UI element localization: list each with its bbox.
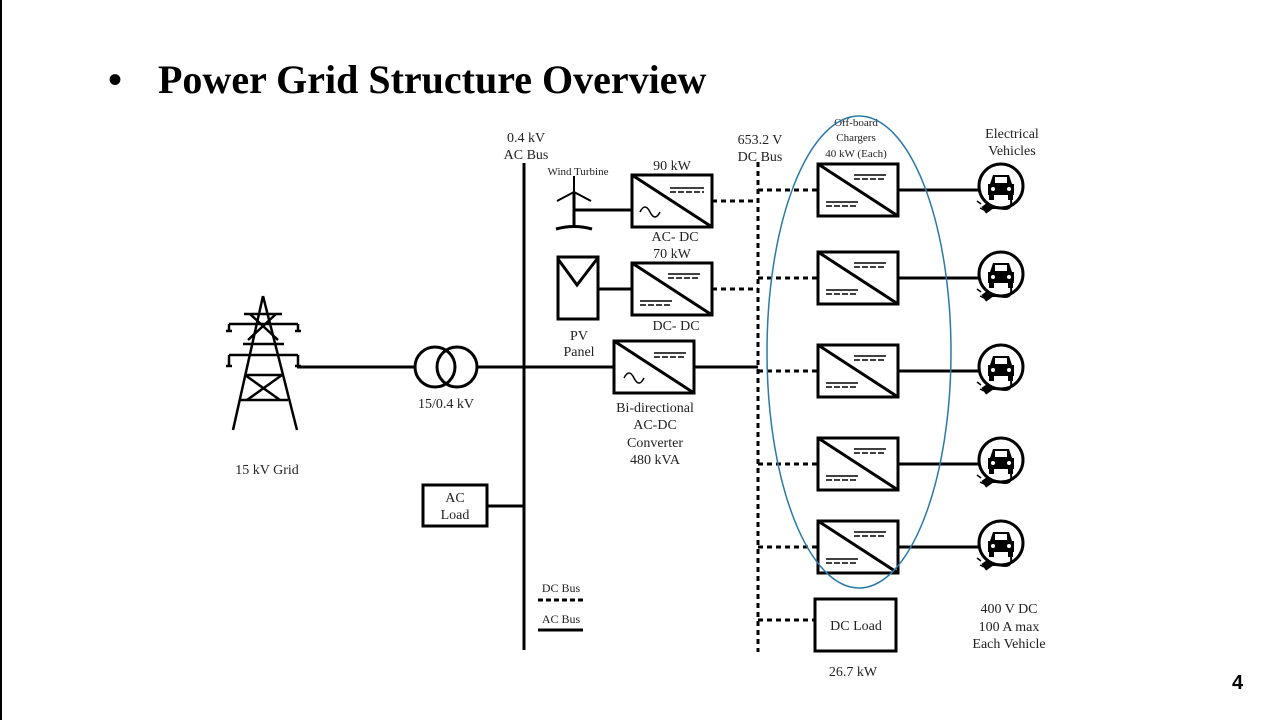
bidirectional-converter-line1: Bi-directional — [616, 401, 694, 416]
slide-title: • Power Grid Structure Overview — [108, 56, 706, 103]
bidirectional-converter-line2: AC-DC — [633, 418, 677, 433]
dc-load-box — [813, 597, 898, 653]
legend: DC Bus AC Bus — [538, 581, 583, 632]
bidirectional-converter-line3: Converter — [627, 436, 683, 451]
off-board-charger — [816, 519, 900, 575]
off-board-charger — [816, 250, 900, 306]
dc-load-rating: 26.7 kW — [829, 665, 878, 680]
dc-dc-converter-rating: 70 kW — [653, 247, 692, 262]
dc-load-label: DC Load — [830, 619, 882, 634]
pv-panel-label-line2: Panel — [563, 345, 594, 360]
charger-row — [758, 343, 1025, 399]
charger-rows — [758, 162, 1025, 575]
page-number: 4 — [1232, 672, 1244, 694]
off-board-charger — [816, 343, 900, 399]
title-text: Power Grid Structure Overview — [158, 57, 707, 102]
pv-panel-icon — [556, 255, 600, 321]
electric-vehicle-icon — [975, 343, 1025, 397]
legend-dc-bus-label: DC Bus — [542, 581, 581, 595]
charger-row — [758, 250, 1025, 306]
pv-panel-label-line1: PV — [570, 329, 588, 344]
chargers-label-line2: Chargers — [836, 132, 876, 144]
title-bullet: • — [108, 57, 123, 102]
legend-ac-bus-label: AC Bus — [542, 612, 581, 626]
ac-dc-converter — [630, 173, 714, 229]
wind-turbine-label: Wind Turbine — [548, 166, 609, 178]
ac-load-label-line1: AC — [445, 491, 464, 506]
dc-bus-voltage-label: 653.2 V — [738, 133, 783, 148]
ac-bus-voltage-label: 0.4 kV — [507, 131, 545, 146]
ev-header-line2: Vehicles — [988, 144, 1035, 159]
ev-spec-line3: Each Vehicle — [972, 637, 1045, 652]
charger-row — [758, 162, 1025, 218]
ac-load-label-line2: Load — [441, 508, 470, 523]
chargers-label-line1: Off-board — [834, 117, 878, 129]
electric-vehicle-icon — [975, 250, 1025, 304]
ac-dc-converter-type: AC- DC — [651, 230, 698, 245]
bidirectional-converter — [612, 339, 696, 395]
wind-turbine-icon — [555, 176, 593, 231]
electric-vehicle-icon — [975, 436, 1025, 490]
off-board-charger — [816, 436, 900, 492]
ev-spec-line1: 400 V DC — [980, 602, 1037, 617]
ac-wave-icon — [639, 206, 661, 218]
transformer-icon — [413, 345, 479, 389]
off-board-charger — [816, 162, 900, 218]
dc-dc-converter-type: DC- DC — [652, 319, 699, 334]
transmission-tower-icon — [226, 295, 301, 431]
electric-vehicle-icon — [975, 519, 1025, 573]
grid-label: 15 kV Grid — [235, 463, 299, 478]
transformer-label: 15/0.4 kV — [418, 397, 474, 412]
ac-dc-converter-rating: 90 kW — [653, 159, 692, 174]
ac-load-box — [421, 483, 489, 528]
ev-spec-line2: 100 A max — [979, 620, 1040, 635]
charger-row — [758, 436, 1025, 492]
dc-dc-converter — [630, 261, 714, 317]
ac-bus-label: AC Bus — [504, 148, 549, 163]
chargers-highlight-ellipse — [766, 115, 952, 589]
slide-left-border — [0, 0, 2, 720]
bidirectional-converter-rating: 480 kVA — [630, 453, 681, 468]
dc-bus-label: DC Bus — [738, 150, 783, 165]
ev-header-line1: Electrical — [985, 127, 1039, 142]
chargers-label-line3: 40 kW (Each) — [825, 148, 887, 160]
electric-vehicle-icon — [975, 162, 1025, 216]
